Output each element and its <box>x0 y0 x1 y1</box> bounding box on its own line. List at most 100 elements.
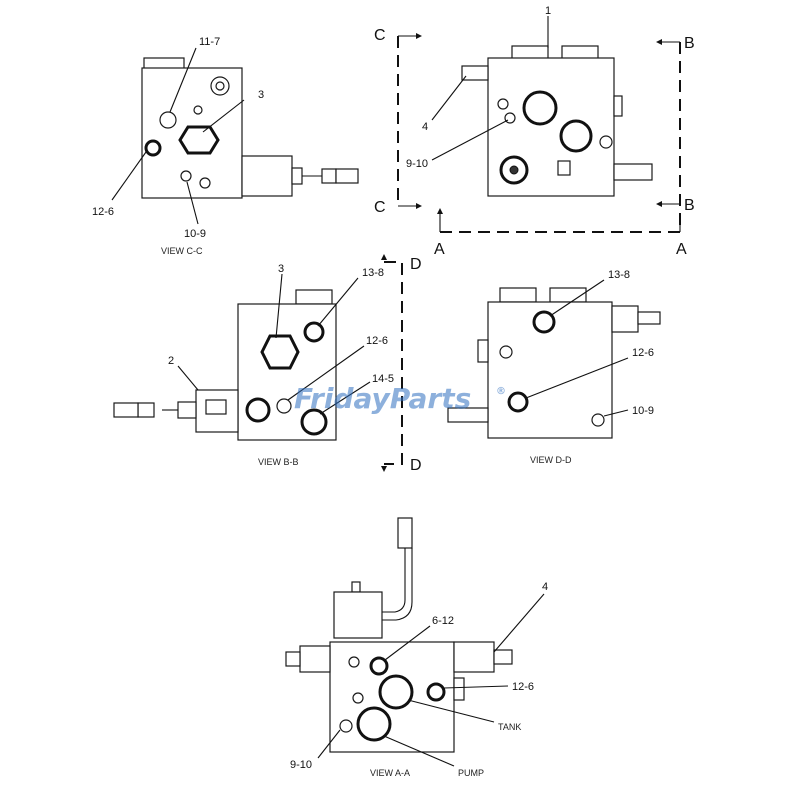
cartridge-aa-left <box>299 645 331 673</box>
port-plug-inner <box>215 81 225 91</box>
port-6-12 <box>369 656 389 676</box>
leader-12-6-aa <box>443 685 509 689</box>
connector-cc-plug <box>335 168 359 184</box>
port-12-6-dd <box>507 391 529 413</box>
port-small-a <box>497 98 509 110</box>
cartridge-aa-right <box>453 641 495 673</box>
port-large-2 <box>559 119 593 153</box>
cartridge-aa-right-tip <box>493 649 513 665</box>
callout-14-5: 14-5 <box>372 373 394 385</box>
cartridge-dd-tip <box>637 311 661 325</box>
connector-cc <box>321 168 337 184</box>
leader-9-10-aa <box>317 729 341 759</box>
section-label-a-left: A <box>434 241 445 258</box>
callout-13-8-bb: 13-8 <box>362 267 384 279</box>
callout-9-10-aa: 9-10 <box>290 759 312 771</box>
port-12-6-aa <box>426 682 446 702</box>
port-14-5 <box>300 408 328 436</box>
section-label-d-top: D <box>410 256 422 273</box>
section-label-b-bottom: B <box>684 197 695 214</box>
b-arrow-bottom-head <box>656 201 662 207</box>
a-arrow-left-head <box>437 208 443 214</box>
cartridge-right <box>613 163 653 181</box>
view-c-c: 11-7 3 12-6 10-9 VIEW C-C <box>92 36 359 256</box>
callout-3-bb: 3 <box>278 263 284 275</box>
view-caption-cc: VIEW C-C <box>161 246 203 256</box>
leader-4-aa <box>493 593 545 653</box>
section-label-c-top: C <box>374 27 386 44</box>
small-port <box>193 105 203 115</box>
solenoid-aa-top <box>351 581 361 593</box>
leader-2 <box>177 365 199 391</box>
leader-10-9-cc <box>186 181 199 225</box>
solenoid-aa <box>333 591 383 639</box>
view-b-b: 3 13-8 2 12-6 14-5 VIEW B-B D D <box>113 254 422 474</box>
view-a-a: 6-12 4 12-6 TANK 9-10 PUMP VIEW A-A <box>285 517 548 778</box>
solenoid-cap <box>291 167 303 185</box>
callout-1: 1 <box>545 5 551 17</box>
connector-bb <box>137 402 155 418</box>
callout-4-aa: 4 <box>542 581 548 593</box>
callout-2: 2 <box>168 355 174 367</box>
d-arrow-top-head <box>381 254 387 260</box>
leader-12-6-dd <box>525 357 629 399</box>
view-caption-bb: VIEW B-B <box>258 457 299 467</box>
callout-12-6-bb: 12-6 <box>366 335 388 347</box>
top-plug-dd-1 <box>499 287 537 303</box>
callout-4: 4 <box>422 121 428 133</box>
leader-14-5 <box>319 381 371 415</box>
small-port-2 <box>199 177 211 189</box>
leader-11-7 <box>169 47 197 113</box>
port-large-1 <box>522 90 558 126</box>
watermark-logo: FridayParts ® <box>294 382 506 415</box>
section-label-c-bottom: C <box>374 199 386 216</box>
wire-aa-2 <box>382 548 413 621</box>
cartridge-aa-left-tip <box>285 651 301 667</box>
c-arrow-top-head <box>416 33 422 39</box>
port-pump <box>356 706 392 742</box>
callout-pump: PUMP <box>458 768 484 778</box>
leader-pump <box>383 735 455 767</box>
leader-6-12 <box>384 625 431 661</box>
port-10-9 <box>180 170 192 182</box>
square-port <box>557 160 571 176</box>
watermark-registered-mark: ® <box>496 386 506 397</box>
connector-bb-plug <box>113 402 139 418</box>
port-12-6-bb <box>276 398 292 414</box>
leader-tank <box>407 699 495 723</box>
leader-3-cc <box>202 99 245 133</box>
callout-10-9-dd: 10-9 <box>632 405 654 417</box>
view-caption-aa: VIEW A-A <box>370 768 410 778</box>
leader-10-9-dd <box>603 409 629 417</box>
main-view: 1 4 9-10 C C B B A A <box>374 5 695 258</box>
leader-4-top <box>431 75 467 121</box>
leader-13-8-dd <box>549 279 605 317</box>
side-plug <box>613 95 623 117</box>
b-arrow-top-head <box>656 39 662 45</box>
port-solenoid-bb <box>245 397 271 423</box>
section-label-b-top: B <box>684 35 695 52</box>
port-12-6 <box>144 139 162 157</box>
callout-13-8-dd: 13-8 <box>608 269 630 281</box>
port-10-9-dd <box>591 413 605 427</box>
port-small-b <box>599 135 613 149</box>
port-11-7 <box>159 111 177 129</box>
small-port-aa-2 <box>352 692 364 704</box>
hex-plug-3 <box>178 125 220 155</box>
callout-3: 3 <box>258 89 264 101</box>
leader-13-8-bb <box>317 277 359 327</box>
side-plug-aa <box>453 677 465 701</box>
small-port-dd <box>499 345 513 359</box>
cartridge-dd <box>611 305 639 333</box>
solenoid-bb-window <box>205 399 227 415</box>
c-arrow-bottom-head <box>416 203 422 209</box>
view-d-d: 13-8 12-6 10-9 VIEW D-D <box>447 269 661 465</box>
callout-12-6-aa: 12-6 <box>512 681 534 693</box>
port-9-10-aa <box>339 719 353 733</box>
side-plug-dd <box>477 339 489 363</box>
section-label-d-bottom: D <box>410 457 422 474</box>
port-solenoid-core <box>509 165 519 175</box>
section-label-a-right: A <box>676 241 687 258</box>
callout-6-12: 6-12 <box>432 615 454 627</box>
